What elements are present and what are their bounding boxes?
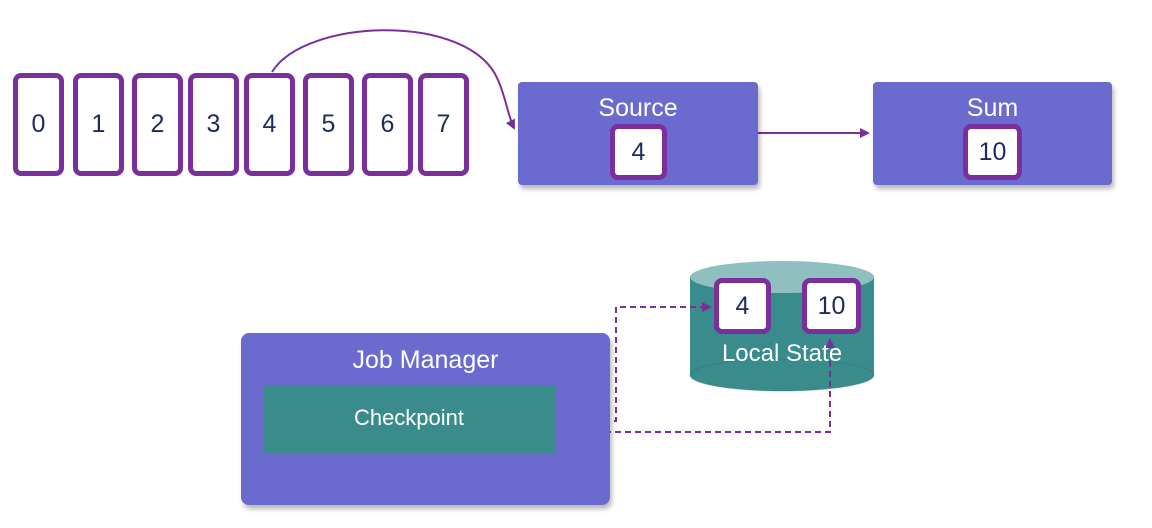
checkpoint-box: Checkpoint: [263, 385, 555, 454]
stream-cell: 0: [13, 73, 64, 176]
local-state-sum: 10: [802, 278, 861, 334]
sum-operator: Sum 10: [873, 82, 1112, 185]
sum-value: 10: [963, 124, 1022, 180]
local-state-offset: 4: [714, 278, 771, 334]
stream-cell: 1: [73, 73, 124, 176]
stream-cell: 7: [418, 73, 469, 176]
stream-cell: 5: [303, 73, 354, 176]
local-state-label: Local State: [721, 340, 843, 367]
source-operator: Source 4: [518, 82, 758, 185]
source-value: 4: [610, 124, 667, 180]
checkpoint-label: Checkpoint: [353, 405, 465, 430]
job-manager-title: Job Manager: [352, 346, 499, 374]
stream-cell: 6: [362, 73, 413, 176]
stream-cell: 3: [188, 73, 239, 176]
source-title: Source: [598, 94, 678, 122]
sum-title: Sum: [966, 94, 1019, 122]
stream-cell: 4: [244, 73, 295, 176]
stream-cell: 2: [132, 73, 183, 176]
checkpoint-to-offset-arrow: [484, 302, 712, 432]
read-position-arrow: [271, 29, 515, 130]
